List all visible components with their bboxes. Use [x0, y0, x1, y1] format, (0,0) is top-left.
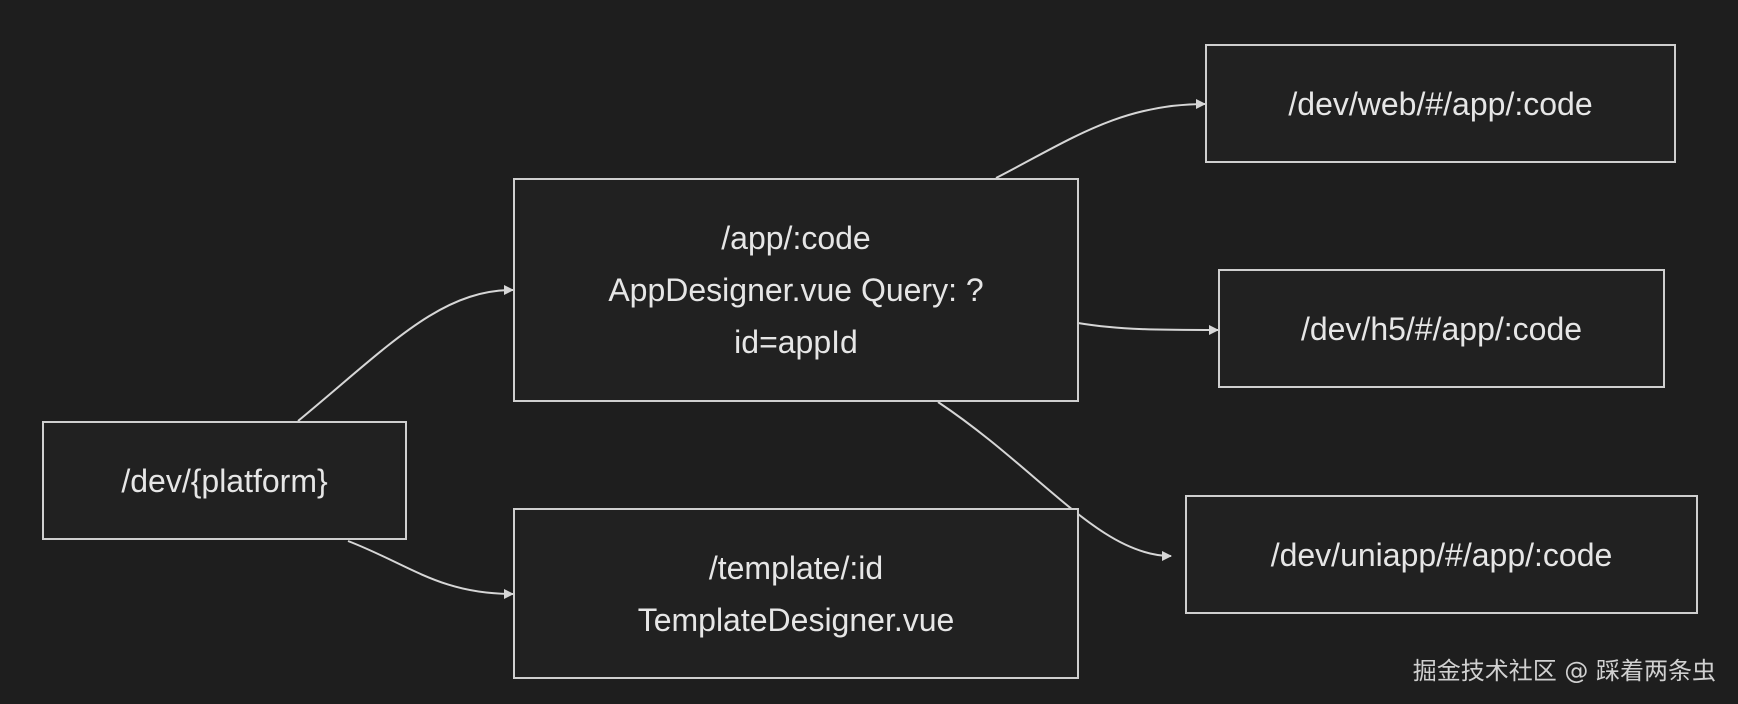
node-template-id: /template/:id TemplateDesigner.vue [513, 508, 1079, 679]
edge-app-to-web [995, 99, 1206, 179]
node-dev-h5: /dev/h5/#/app/:code [1218, 269, 1665, 388]
node-dev-platform: /dev/{platform} [42, 421, 407, 540]
node-dev-platform-label: /dev/{platform} [121, 462, 328, 499]
watermark-text: 掘金技术社区 @ 踩着两条虫 [1412, 657, 1716, 685]
edge-app-to-h5 [1077, 322, 1219, 335]
node-dev-web-label: /dev/web/#/app/:code [1288, 85, 1593, 122]
node-dev-uniapp: /dev/uniapp/#/app/:code [1185, 495, 1698, 614]
node-app-code-component: AppDesigner.vue Query: ? [608, 272, 984, 308]
node-app-code: /app/:code AppDesigner.vue Query: ? id=a… [513, 178, 1079, 402]
node-template-id-component: TemplateDesigner.vue [637, 601, 955, 638]
node-template-id-route: /template/:id [708, 549, 884, 586]
node-app-code-route: /app/:code [721, 220, 871, 256]
node-app-code-query: id=appId [734, 324, 858, 360]
node-dev-h5-label: /dev/h5/#/app/:code [1300, 310, 1583, 347]
edge-root-to-template [347, 540, 514, 599]
edge-root-to-app [297, 285, 514, 422]
node-dev-uniapp-label: /dev/uniapp/#/app/:code [1270, 536, 1613, 573]
node-dev-web: /dev/web/#/app/:code [1205, 44, 1676, 163]
